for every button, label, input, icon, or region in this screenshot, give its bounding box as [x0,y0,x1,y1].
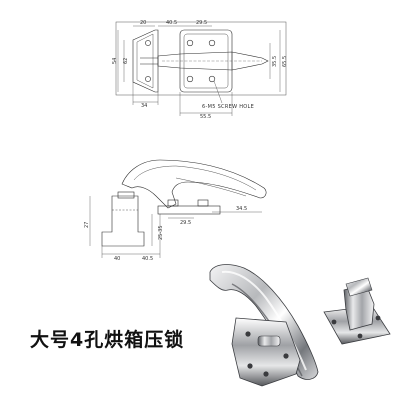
chrome-handle-highlight [221,270,307,371]
side-base-boss [197,199,209,207]
keeper-hole [145,40,151,46]
dim-35-5: 35.5 [272,56,278,67]
keeper-screw-hole [331,319,337,325]
dim-40: 40 [114,256,120,262]
keeper-screw-hole [357,333,363,339]
dim-34: 34 [141,103,147,109]
keeper-plate-outline [132,29,159,93]
base-hole [208,39,216,47]
dim-40-5: 40.5 [142,256,153,262]
hinge-pin [257,335,281,347]
base-screw-hole [283,353,289,359]
handle-lever-outline [157,51,269,71]
side-view: 34.5 29.5 25-35 27 40 40.5 [84,159,267,262]
dim-40-5-top: 40.5 [166,20,177,26]
base-hole [186,75,194,83]
dim-34-5: 34.5 [236,206,247,212]
handle-profile [121,159,267,209]
side-keeper [101,195,145,247]
product-photo [209,264,391,387]
dim-62: 62 [123,58,129,64]
top-view: 20 40.5 29.5 62 54 35.5 65.5 34 55.5 6-M… [112,20,288,120]
dim-25-35: 25-35 [158,225,164,240]
handle-inner-line [133,165,257,191]
keeper-screw-hole [375,315,381,321]
top-dim-lines [117,25,281,116]
side-dim-lines [89,196,262,258]
dim-29-5-top: 29.5 [196,20,207,26]
dim-29-5: 29.5 [180,220,191,226]
side-base-boss [167,199,179,207]
chrome-keeper-hook [345,277,373,297]
base-screw-hole [263,371,269,377]
dim-65-5: 65.5 [282,56,288,67]
keeper-plate-inner [136,33,154,89]
product-caption: 大号4孔烘箱压锁 [30,328,184,351]
screw-hole-note: 6-M5 SCREW HOLE [202,104,254,110]
base-screw-hole [245,331,251,337]
handle-grip-line [175,177,247,197]
base-plate [179,29,233,93]
dim-27: 27 [84,222,90,228]
base-screw-hole [247,363,253,369]
keeper-hole [145,76,151,82]
dim-20: 20 [140,20,146,26]
dim-54: 54 [112,58,118,64]
base-hole [208,75,216,83]
dim-55-5: 55.5 [200,114,211,120]
side-keeper-top [117,191,135,199]
base-hole [186,39,194,47]
side-base [157,205,221,215]
top-view-frame [115,21,287,96]
